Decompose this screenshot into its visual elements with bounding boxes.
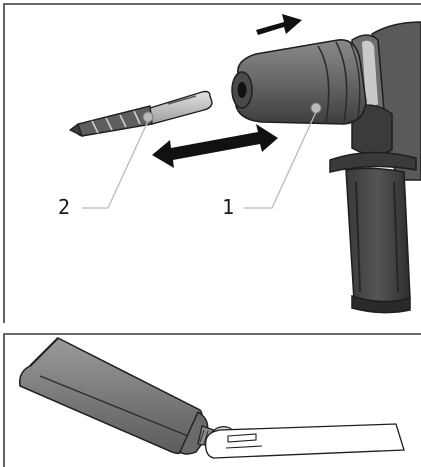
collar-highlight — [362, 40, 378, 106]
callout-1: 1 — [222, 195, 234, 219]
tube-body — [18, 337, 203, 455]
upper-panel: 1 2 — [3, 3, 421, 323]
drill-bit-tip — [68, 123, 84, 138]
grip-ridge — [355, 181, 399, 293]
greased-shank — [205, 423, 405, 459]
callout-2: 2 — [58, 195, 70, 219]
nozzle-thread — [199, 429, 209, 445]
leader-line-2 — [82, 120, 149, 209]
double-arrow — [152, 124, 278, 168]
tool-holder-marker — [310, 102, 322, 114]
shank-outline — [205, 423, 405, 459]
grease-tube — [18, 337, 215, 455]
drill-bit-shank — [149, 90, 213, 125]
drill-bit-marker — [142, 111, 154, 123]
drill-bit — [68, 90, 213, 138]
chuck-ring-1 — [317, 45, 330, 123]
leader-line-1 — [244, 111, 317, 209]
shank-slot-1 — [227, 433, 257, 443]
upper-panel-frame — [3, 3, 421, 323]
motion-arrows — [152, 14, 302, 168]
shank-slot-2 — [225, 445, 263, 449]
lower-panel — [3, 333, 421, 467]
drill-bit-flute — [75, 105, 153, 137]
chuck-body — [235, 39, 367, 125]
tool-holder — [231, 39, 367, 125]
direction-arrow — [256, 14, 302, 35]
grip-end-cap — [351, 294, 411, 314]
chuck-ring-2 — [335, 41, 348, 123]
lower-panel-frame — [3, 333, 421, 467]
flute-spiral — [91, 110, 141, 134]
shank-groove — [167, 95, 197, 105]
aux-handle-collar — [329, 151, 417, 173]
chuck-bore — [237, 82, 247, 98]
chuck-ring-3 — [349, 41, 361, 119]
tube-crimp — [29, 337, 59, 367]
tube-seam — [39, 375, 189, 437]
